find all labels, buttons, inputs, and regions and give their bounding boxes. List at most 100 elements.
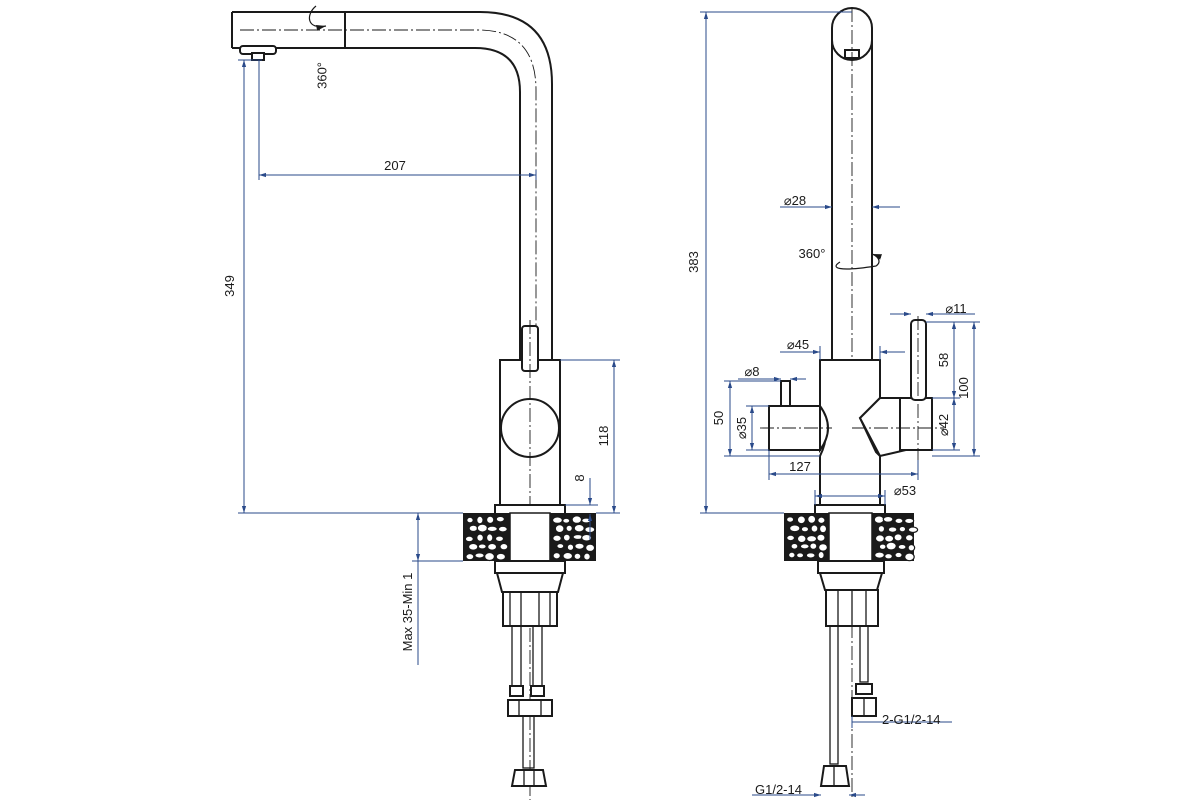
counter-stone xyxy=(556,542,565,550)
counter-stone xyxy=(581,533,593,542)
counter-stone xyxy=(884,552,894,560)
counter-stone xyxy=(883,534,895,543)
counter-stone xyxy=(887,526,898,533)
counter-stone xyxy=(486,542,498,551)
counter-stone xyxy=(476,523,489,533)
left-view: 360° 207 349 118 8 Max 35-Min 1 xyxy=(222,5,620,800)
counter-stone xyxy=(495,515,506,523)
counter-stone xyxy=(894,517,904,525)
counter-stone xyxy=(894,551,903,559)
body-diameter-dimension: ⌀45 xyxy=(787,337,809,352)
left-dimensions xyxy=(238,59,620,665)
counter-stone xyxy=(551,516,564,525)
knob-diameter-dimension: ⌀8 xyxy=(744,364,759,379)
counter-stone xyxy=(816,533,826,543)
counter-stone xyxy=(565,524,573,533)
counter-stone xyxy=(897,543,907,551)
left-body xyxy=(494,320,566,800)
counter-stone xyxy=(485,515,495,525)
counter-stone xyxy=(554,524,565,534)
left-spout xyxy=(231,5,553,362)
counter-stone xyxy=(499,542,509,551)
counter-stone xyxy=(465,552,475,561)
right-body xyxy=(760,316,944,515)
counter-stone xyxy=(805,552,816,559)
counter-stone xyxy=(476,515,484,525)
counter-stone xyxy=(495,552,507,561)
counter-stone xyxy=(799,543,810,550)
counter-stone xyxy=(885,541,897,551)
base-height-dimension: 8 xyxy=(572,474,587,481)
counter-stone xyxy=(787,551,796,559)
counter-stone xyxy=(807,514,817,524)
left-rotation-label: 360° xyxy=(315,62,330,89)
total-height-dimension: 383 xyxy=(686,251,701,273)
counter-stone xyxy=(805,534,818,543)
counter-stone xyxy=(874,551,885,559)
counter-stone xyxy=(566,543,575,552)
counter-stone xyxy=(796,515,807,525)
counter-stone xyxy=(494,535,505,543)
hose-thread-label: 2-G1/2-14 xyxy=(882,712,941,727)
counter-stone xyxy=(800,525,810,533)
counter-stone xyxy=(466,516,474,524)
counter-stone xyxy=(907,526,919,534)
counter-stone xyxy=(468,524,479,533)
counter-stone xyxy=(484,551,496,562)
left-mounting-hardware xyxy=(494,560,566,787)
counter-stone xyxy=(552,551,561,560)
counter-stone xyxy=(898,525,907,533)
counter-stone xyxy=(878,543,887,551)
counter-stone xyxy=(573,523,585,533)
body-height-dimension: 118 xyxy=(596,426,611,447)
counter-stone xyxy=(562,533,571,542)
base-diameter-dimension: ⌀53 xyxy=(894,483,916,498)
counter-stone xyxy=(877,524,886,533)
counter-stone xyxy=(785,516,795,523)
counter-stone xyxy=(474,552,485,559)
right-counter-section xyxy=(784,512,919,562)
counter-stone xyxy=(904,533,914,542)
counter-stone xyxy=(788,524,801,533)
counter-stone xyxy=(562,551,574,561)
counter-thickness-dimension: Max 35-Min 1 xyxy=(400,573,415,652)
counter-stone xyxy=(583,552,591,561)
counter-stone xyxy=(486,525,498,533)
reach-dimension: 207 xyxy=(384,158,406,173)
counter-stone xyxy=(571,515,583,525)
counter-stone xyxy=(818,524,828,534)
counter-stone xyxy=(817,550,825,560)
spout-diameter-dimension: ⌀28 xyxy=(784,193,806,208)
counter-stone xyxy=(873,515,885,524)
right-filter-handle xyxy=(852,316,944,460)
counter-stone xyxy=(485,533,494,543)
counter-stone xyxy=(552,534,562,543)
left-counter-section xyxy=(463,512,596,562)
height-dimension: 349 xyxy=(222,275,237,297)
overall-handle-dimension: 100 xyxy=(956,377,971,399)
counter-stone xyxy=(817,516,826,525)
counter-stone xyxy=(904,552,915,562)
counter-stone xyxy=(562,517,571,524)
handle-diameter-dimension: ⌀11 xyxy=(945,301,966,316)
counter-stone xyxy=(574,542,585,550)
counter-stone xyxy=(464,535,474,543)
counter-stone xyxy=(809,542,818,550)
counter-stone xyxy=(810,524,819,533)
right-cold-knob xyxy=(760,380,832,454)
counter-stone xyxy=(795,552,805,559)
counter-stone xyxy=(904,517,915,525)
counter-stone xyxy=(477,543,487,550)
counter-stone xyxy=(907,543,916,552)
counter-stone xyxy=(467,542,479,551)
right-mounting-hardware xyxy=(817,560,885,787)
knob-body-diameter-dimension: ⌀35 xyxy=(734,417,749,439)
width-dimension: 127 xyxy=(789,459,811,474)
counter-stone xyxy=(874,534,886,543)
knob-height-dimension: 50 xyxy=(711,411,726,425)
counter-stone xyxy=(476,533,485,542)
handle-height-dimension: 58 xyxy=(936,353,951,367)
counter-stone xyxy=(581,517,592,524)
filter-thread-label: G1/2-14 xyxy=(755,782,802,797)
